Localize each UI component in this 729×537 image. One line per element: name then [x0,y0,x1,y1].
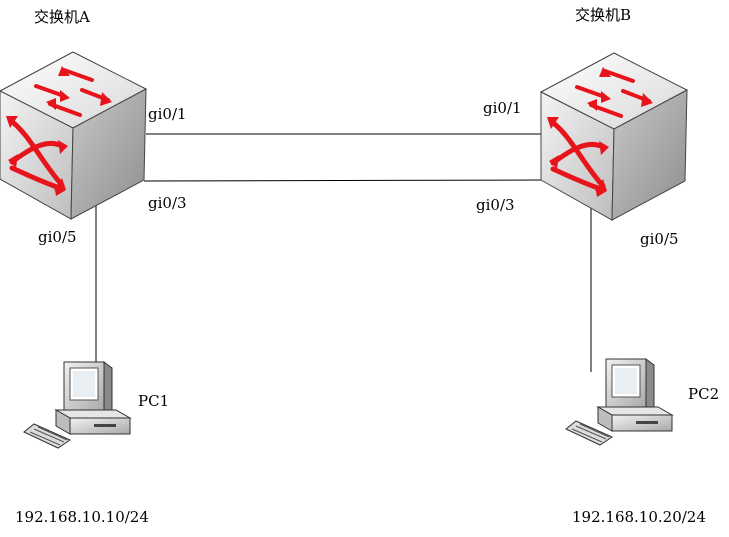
pc1-icon[interactable] [23,361,131,449]
pc2-label: PC2 [688,385,720,403]
pc1-ip-address: 192.168.10.10/24 [15,508,149,526]
switch-a-port-gi0-1: gi0/1 [148,105,187,123]
switch-a-port-gi0-3: gi0/3 [148,194,187,212]
switch-a-port-gi0-5: gi0/5 [38,228,77,246]
link-gi0-3 [143,179,542,182]
switch-b-port-gi0-5: gi0/5 [640,230,679,248]
pc2-icon[interactable] [565,358,673,446]
switch-b-port-gi0-3: gi0/3 [476,196,515,214]
switch-b-title: 交换机B [575,6,632,24]
pc1-label: PC1 [138,392,170,410]
switch-b-icon[interactable] [541,53,687,220]
pc2-ip-address: 192.168.10.20/24 [572,508,706,526]
switch-a-icon[interactable] [0,52,146,219]
switch-a-title: 交换机A [34,8,90,26]
switch-b-port-gi0-1: gi0/1 [483,99,522,117]
